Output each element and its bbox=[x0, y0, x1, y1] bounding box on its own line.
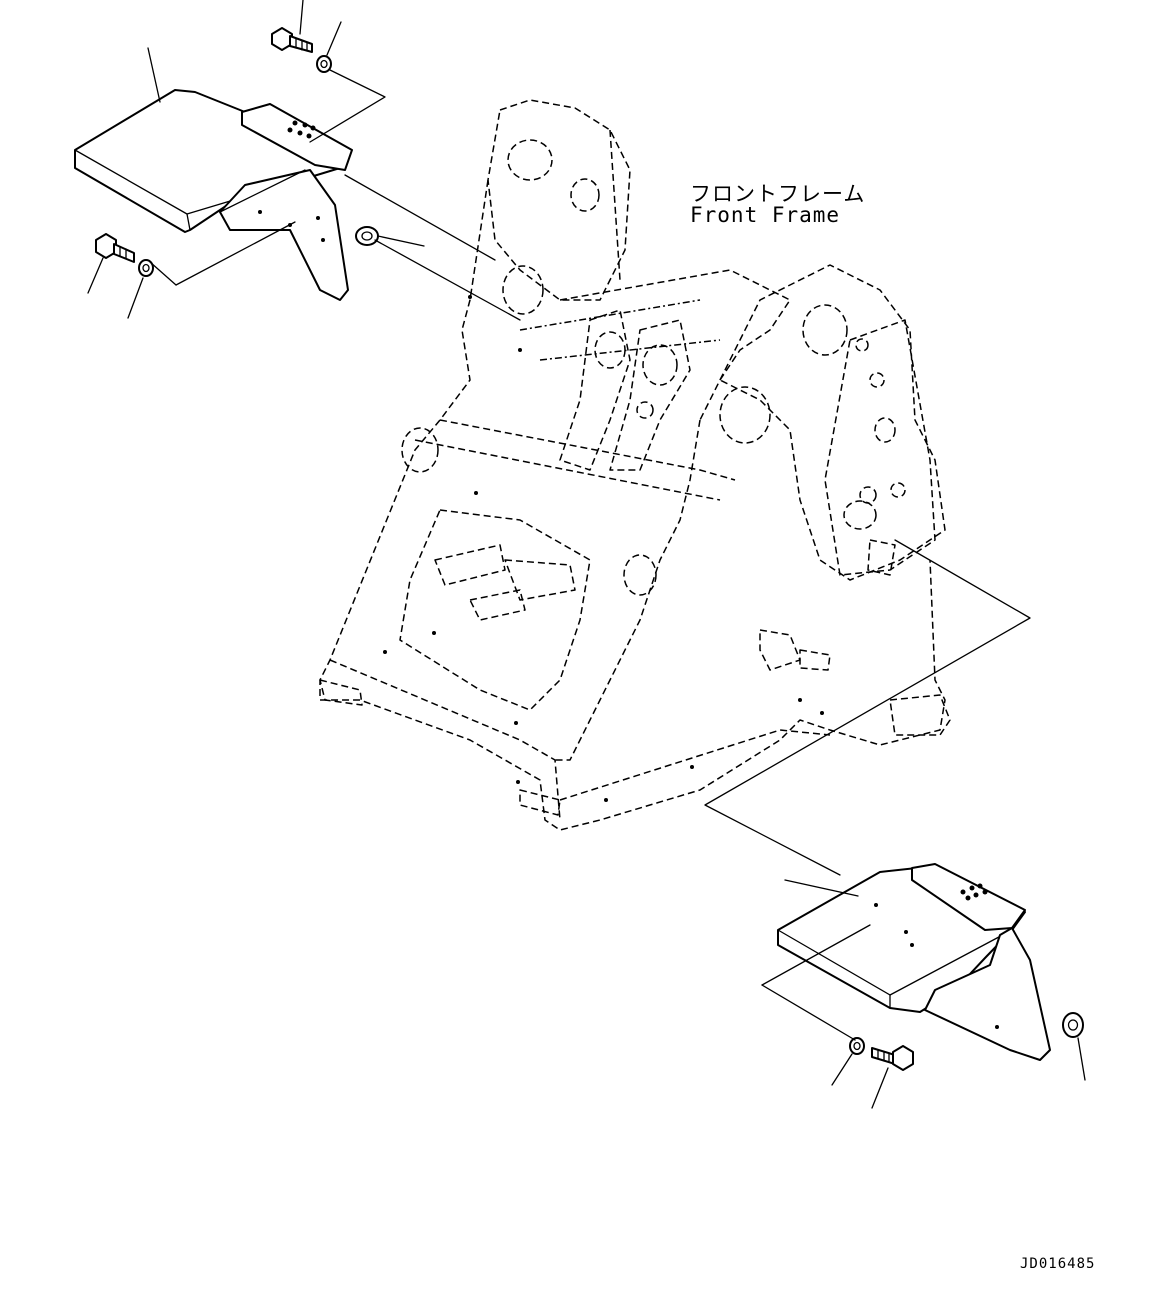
lower-bolt bbox=[871, 1045, 914, 1071]
drawing-number: JD016485 bbox=[1020, 1256, 1096, 1272]
upper-left-step-cover bbox=[74, 89, 353, 301]
leader-lines bbox=[87, 0, 1086, 1109]
upper-bolt bbox=[271, 27, 313, 53]
upper-nut bbox=[355, 226, 379, 246]
part-label-english: Front Frame bbox=[690, 203, 841, 227]
left-bolt bbox=[95, 233, 135, 263]
front-frame-outline bbox=[319, 99, 951, 831]
lower-washer bbox=[849, 1037, 865, 1055]
lower-nut bbox=[1062, 1012, 1084, 1038]
left-washer bbox=[138, 259, 154, 277]
assembly-lines bbox=[149, 69, 1031, 1041]
part-label-japanese: フロントフレーム bbox=[690, 182, 866, 206]
lower-right-step-cover bbox=[777, 863, 1051, 1061]
upper-washer bbox=[316, 55, 332, 73]
